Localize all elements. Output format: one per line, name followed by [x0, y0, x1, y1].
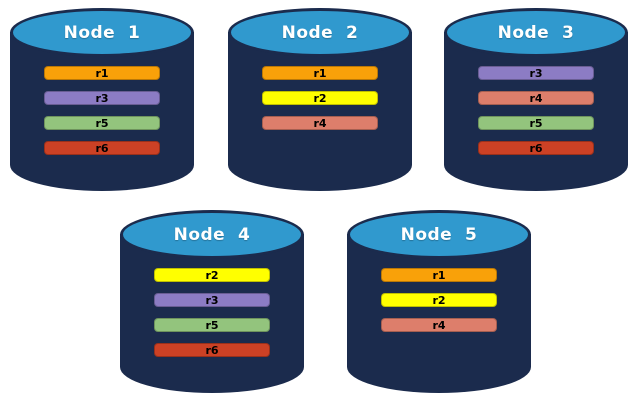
replica-bar: r3 [44, 91, 160, 105]
replica-bar: r6 [478, 141, 594, 155]
replica-bar: r5 [478, 116, 594, 130]
replica-bar: r5 [44, 116, 160, 130]
node-5-cylinder-top: Node 5 [347, 210, 531, 259]
node-4-cylinder-body [120, 234, 304, 393]
node-5-replica-list: r1 r2 r4 [347, 268, 531, 332]
replica-bar: r3 [154, 293, 270, 307]
node-5-label: Node 5 [400, 224, 478, 245]
replica-bar: r5 [154, 318, 270, 332]
replica-bar: r6 [44, 141, 160, 155]
node-3-cylinder-top: Node 3 [444, 8, 628, 57]
node-4-cylinder: Node 4 r2 r3 r5 r6 [120, 210, 304, 393]
replica-bar: r2 [262, 91, 378, 105]
replica-bar: r1 [44, 66, 160, 80]
replica-bar: r6 [154, 343, 270, 357]
node-3-replica-list: r3 r4 r5 r6 [444, 66, 628, 155]
node-4-cylinder-top: Node 4 [120, 210, 304, 259]
node-1-cylinder-top: Node 1 [10, 8, 194, 57]
replica-bar: r3 [478, 66, 594, 80]
node-3-label: Node 3 [497, 22, 575, 43]
replica-bar: r4 [262, 116, 378, 130]
node-1-cylinder: Node 1 r1 r3 r5 r6 [10, 8, 194, 191]
replica-bar: r4 [478, 91, 594, 105]
node-5-cylinder-body [347, 234, 531, 393]
node-2-cylinder: Node 2 r1 r2 r4 [228, 8, 412, 191]
replica-bar: r2 [154, 268, 270, 282]
node-3-cylinder: Node 3 r3 r4 r5 r6 [444, 8, 628, 191]
replica-bar: r4 [381, 318, 497, 332]
replica-bar: r2 [381, 293, 497, 307]
node-4-replica-list: r2 r3 r5 r6 [120, 268, 304, 357]
node-2-cylinder-body [228, 32, 412, 191]
node-4-label: Node 4 [173, 224, 251, 245]
node-2-label: Node 2 [281, 22, 359, 43]
replica-bar: r1 [262, 66, 378, 80]
node-1-replica-list: r1 r3 r5 r6 [10, 66, 194, 155]
node-1-label: Node 1 [63, 22, 141, 43]
node-3-cylinder-body [444, 32, 628, 191]
node-5-cylinder: Node 5 r1 r2 r4 [347, 210, 531, 393]
replica-bar: r1 [381, 268, 497, 282]
node-2-cylinder-top: Node 2 [228, 8, 412, 57]
node-1-cylinder-body [10, 32, 194, 191]
node-2-replica-list: r1 r2 r4 [228, 66, 412, 130]
